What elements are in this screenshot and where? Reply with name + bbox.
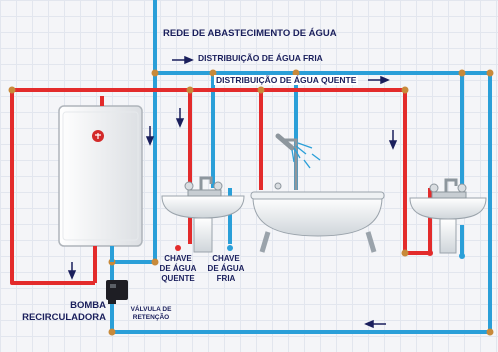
pipe-joints [8, 69, 494, 336]
sink-icon [409, 178, 487, 259]
cold-tap-icon [213, 181, 223, 191]
pump-icon [106, 280, 128, 304]
water-heater-icon [58, 96, 143, 283]
pump-label: BOMBA RECIRCULADORA [22, 300, 106, 323]
shower-head-icon [275, 133, 321, 169]
bath-hot-pipe [190, 88, 263, 190]
heater-outlet-pipe [10, 88, 102, 285]
bathtub-icon [250, 133, 385, 253]
hot-valve-label: CHAVE DE ÁGUA QUENTE [159, 254, 197, 283]
arrow-icon [364, 319, 386, 329]
water-supply-label: REDE DE ABASTECIMENTO DE ÁGUA [163, 28, 337, 39]
flow-arrows [67, 55, 398, 329]
cold-valve-label: CHAVE DE ÁGUA FRIA [207, 254, 245, 283]
arrow-icon [368, 75, 390, 85]
cold-distribution-label: DISTRIBUIÇÃO DE ÁGUA FRIA [198, 53, 323, 63]
arrow-icon [145, 126, 155, 146]
hot-distribution-label: DISTRIBUIÇÃO DE ÁGUA QUENTE [214, 75, 359, 85]
sink2-hot-pipe [261, 88, 430, 255]
hot-tap-icon [184, 181, 194, 191]
arrow-icon [172, 55, 194, 65]
arrow-icon [388, 130, 398, 150]
arrow-icon [67, 262, 77, 280]
arrow-icon [175, 108, 185, 128]
sink-icon [161, 176, 245, 253]
check-valve-label: VÁLVULA DE RETENÇÃO [130, 306, 172, 321]
